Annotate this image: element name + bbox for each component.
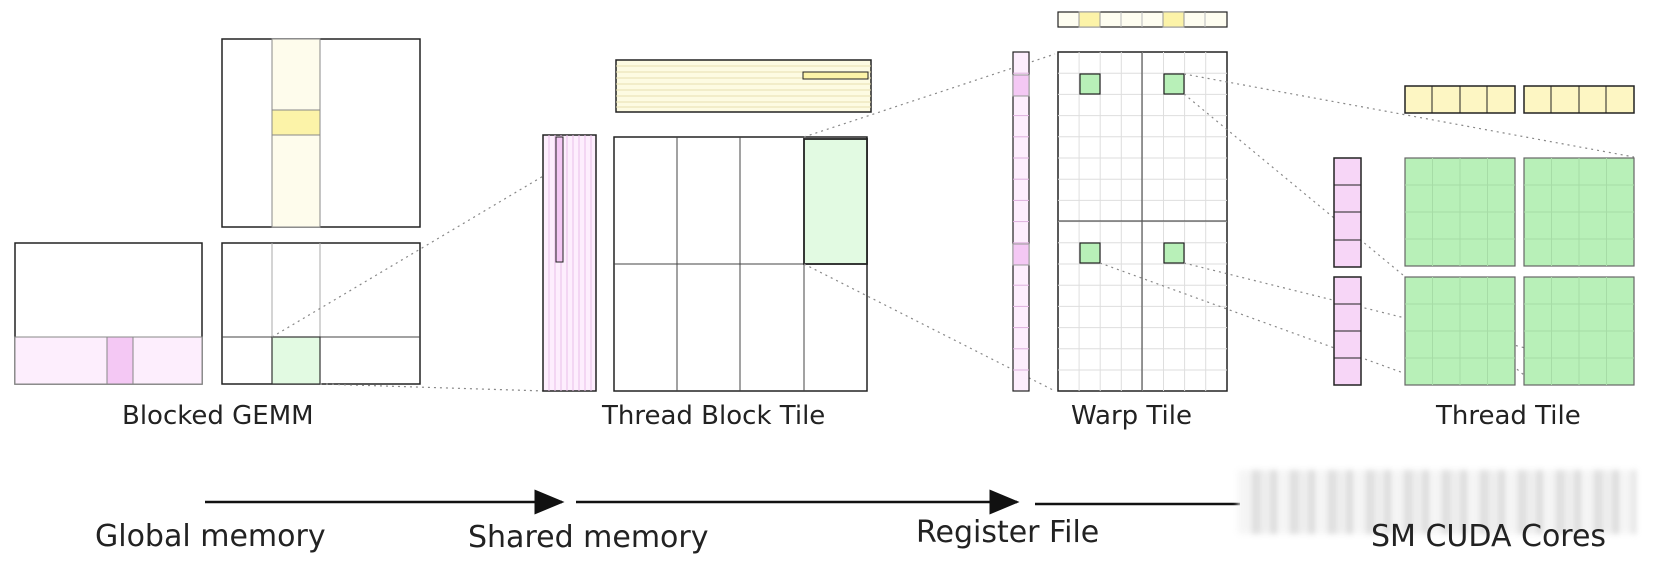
- block-c-warp-tile: [803, 138, 868, 265]
- memory-arrows: [205, 489, 1240, 515]
- thread-block-tile-group: [542, 59, 872, 392]
- warp-tile-group: [1012, 11, 1228, 392]
- warp-thread-cell: [1163, 73, 1185, 95]
- thread-a-registers: [1333, 157, 1362, 386]
- matrix-b: [221, 38, 421, 228]
- label-blocked-gemm: Blocked GEMM: [122, 401, 314, 431]
- block-a-fragment: [555, 136, 564, 263]
- blocked-gemm-group: [14, 38, 421, 385]
- matrix-c: [221, 242, 421, 385]
- block-b-fragment: [802, 71, 869, 80]
- block-a-tile: [542, 134, 597, 392]
- label-thread-tile: Thread Tile: [1436, 401, 1581, 431]
- thread-accumulators: [1404, 157, 1635, 386]
- label-shared-memory: Shared memory: [468, 520, 709, 555]
- label-register-file: Register File: [916, 515, 1100, 550]
- warp-thread-cell: [1163, 242, 1185, 264]
- label-global-memory: Global memory: [95, 519, 326, 554]
- warp-thread-cell: [1079, 242, 1101, 264]
- label-sm-cuda-cores: SM CUDA Cores: [1371, 519, 1607, 554]
- projection-lines-1: [271, 174, 546, 392]
- blurred-watermark: [1238, 470, 1636, 534]
- thread-tile-group: [1333, 85, 1635, 386]
- label-thread-block-tile: Thread Block Tile: [602, 401, 826, 431]
- thread-b-registers: [1404, 85, 1635, 114]
- warp-thread-cell: [1079, 73, 1101, 95]
- label-warp-tile: Warp Tile: [1071, 401, 1192, 431]
- matrix-b-block: [271, 109, 321, 136]
- block-b-tile: [615, 59, 872, 113]
- matrix-c-block: [271, 336, 321, 385]
- matrix-a-block: [106, 336, 134, 385]
